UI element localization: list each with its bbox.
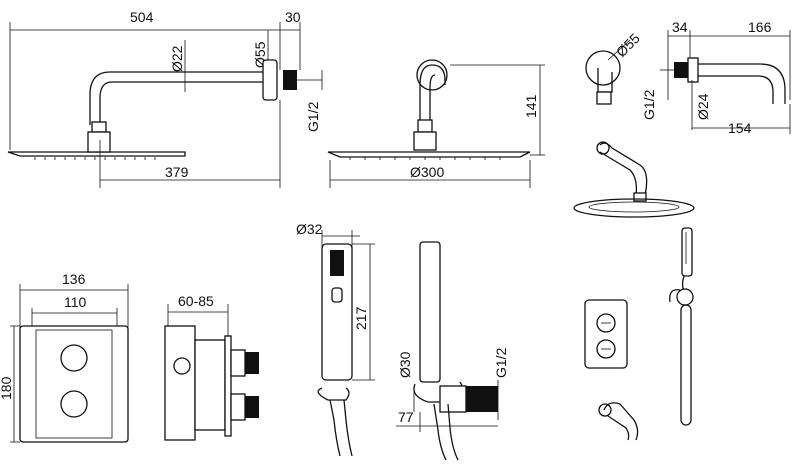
dim-thread: G1/2 — [305, 101, 321, 132]
front-nozzle-row — [349, 157, 501, 160]
dim-head-diameter: Ø300 — [410, 164, 444, 180]
dim-plate-height: 180 — [0, 376, 14, 400]
set-perspective — [573, 141, 695, 441]
dim-height: 141 — [523, 94, 539, 118]
dim-spout-reach: 154 — [728, 120, 752, 136]
shower-head-front-view: 141 Ø300 — [327, 59, 545, 188]
shower-arm-side-view: 504 30 Ø22 Ø55 G1/2 — [7, 9, 323, 188]
dim-spout-pipe: Ø24 — [695, 93, 711, 120]
dim-arm-diameter: Ø22 — [169, 45, 185, 72]
dim-body-depth: 60-85 — [178, 293, 214, 309]
hand-shower: Ø32 217 — [296, 221, 375, 457]
dim-hand-head: Ø32 — [296, 221, 323, 237]
valve-plate-front: 136 110 180 — [0, 271, 129, 443]
dim-arm-length: 504 — [130, 9, 154, 25]
spray-dots — [330, 250, 344, 276]
dim-bracket-offset: 77 — [398, 409, 414, 425]
dim-bracket-thread: G1/2 — [493, 347, 509, 378]
dim-hand-length: 217 — [353, 306, 369, 330]
dim-plate-inner: 110 — [64, 294, 87, 310]
valve-body-side: 60-85 — [164, 293, 259, 441]
dim-plate-outer: 136 — [62, 271, 86, 287]
dim-spout-depth: 34 — [672, 19, 688, 35]
spout-views: Ø55 34 166 G1/2 Ø24 154 — [585, 19, 791, 136]
dim-spout-thread: G1/2 — [641, 89, 657, 120]
nozzle-row — [34, 157, 156, 160]
dim-spout-length: 166 — [748, 19, 772, 35]
dim-spout-flange: Ø55 — [613, 30, 643, 60]
dim-bracket-pipe: Ø30 — [397, 351, 413, 378]
hose-bracket: Ø30 G1/2 77 — [396, 241, 509, 461]
dim-head-offset: 379 — [165, 164, 189, 180]
dim-wall-flange: 30 — [285, 9, 301, 25]
